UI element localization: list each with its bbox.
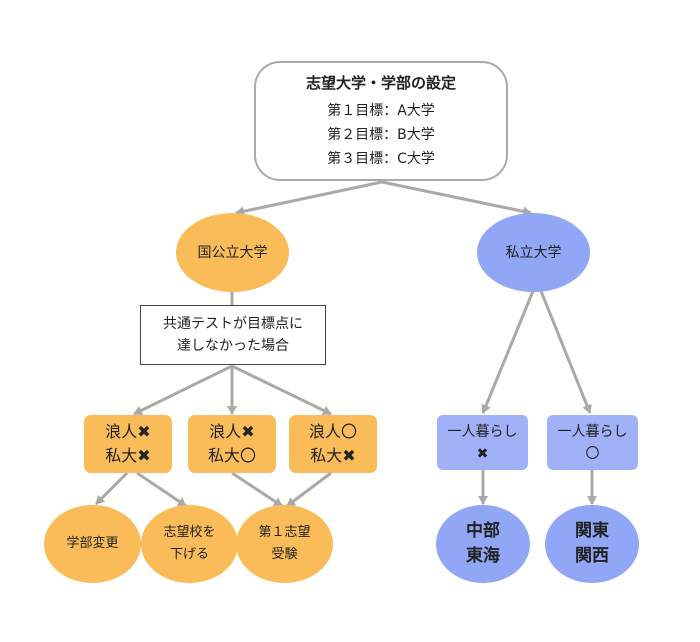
condition-line-2: 達しなかった場合 — [177, 338, 289, 354]
national-university-label: 国公立大学 — [197, 244, 268, 261]
outcome-2-line-1: 志望校を — [163, 525, 216, 540]
outcome-3-line-2: 受験 — [271, 547, 298, 562]
edge-root-national — [235, 180, 383, 217]
national-university-node: 国公立大学 — [176, 213, 289, 292]
region-node-1: 中部 東海 — [436, 505, 530, 583]
living-1-line-1: 一人暮らし — [447, 423, 518, 440]
region-1-line-1: 中部 — [466, 521, 500, 541]
scenario-1-line-2: 私大✖ — [105, 446, 151, 465]
edge-root-private — [381, 180, 532, 217]
private-university-node: 私立大学 — [477, 213, 590, 292]
root-title: 志望大学・学部の設定 — [305, 73, 456, 92]
root-goal-box: 志望大学・学部の設定 第１目標：A大学 第２目標：B大学 第３目標：C大学 — [254, 61, 508, 181]
living-2-line-1: 一人暮らし — [557, 423, 628, 440]
edge-s2-o3 — [231, 471, 283, 508]
living-node-1: 一人暮らし ✖ — [437, 415, 528, 470]
living-node-2: 一人暮らし 〇 — [547, 415, 638, 470]
region-node-2: 関東 関西 — [545, 505, 639, 583]
edge-private-l2 — [539, 290, 592, 414]
region-2-line-1: 関東 — [575, 521, 609, 541]
outcome-1-line-1: 学部変更 — [66, 536, 119, 551]
scenario-node-2: 浪人✖ 私大〇 — [188, 415, 276, 473]
scenario-2-line-1: 浪人✖ — [209, 422, 255, 441]
edge-s3-o3 — [286, 471, 332, 508]
outcome-node-1: 学部変更 — [44, 505, 141, 583]
root-goal-3: 第３目標：C大学 — [327, 150, 435, 167]
region-2-line-2: 関西 — [575, 546, 609, 566]
root-goal-2: 第２目標：B大学 — [327, 126, 435, 143]
scenario-2-line-2: 私大〇 — [207, 446, 256, 465]
private-university-label: 私立大学 — [505, 244, 562, 261]
outcome-node-2: 志望校を 下げる — [141, 505, 238, 583]
condition-box: 共通テストが目標点に 達しなかった場合 — [140, 305, 326, 365]
outcome-3-line-1: 第１志望 — [258, 525, 311, 540]
edge-private-l1 — [481, 290, 535, 414]
region-1-line-2: 東海 — [466, 546, 500, 566]
living-2-line-2: 〇 — [585, 445, 600, 462]
living-1-line-2: ✖ — [476, 445, 489, 462]
scenario-3-line-1: 浪人〇 — [308, 422, 357, 441]
edge-s1-o2 — [136, 471, 187, 508]
edge-condition-s3 — [231, 364, 332, 416]
scenario-1-line-1: 浪人✖ — [105, 422, 151, 441]
scenario-node-3: 浪人〇 私大✖ — [289, 415, 377, 473]
scenario-node-1: 浪人✖ 私大✖ — [84, 415, 172, 473]
outcome-2-line-2: 下げる — [169, 547, 209, 562]
edge-condition-s1 — [133, 364, 233, 416]
edge-s1-o1 — [94, 471, 129, 506]
scenario-3-line-2: 私大✖ — [310, 446, 356, 465]
outcome-node-3: 第１志望 受験 — [236, 505, 333, 583]
root-goal-1: 第１目標：A大学 — [327, 102, 435, 119]
condition-line-1: 共通テストが目標点に — [163, 316, 303, 332]
